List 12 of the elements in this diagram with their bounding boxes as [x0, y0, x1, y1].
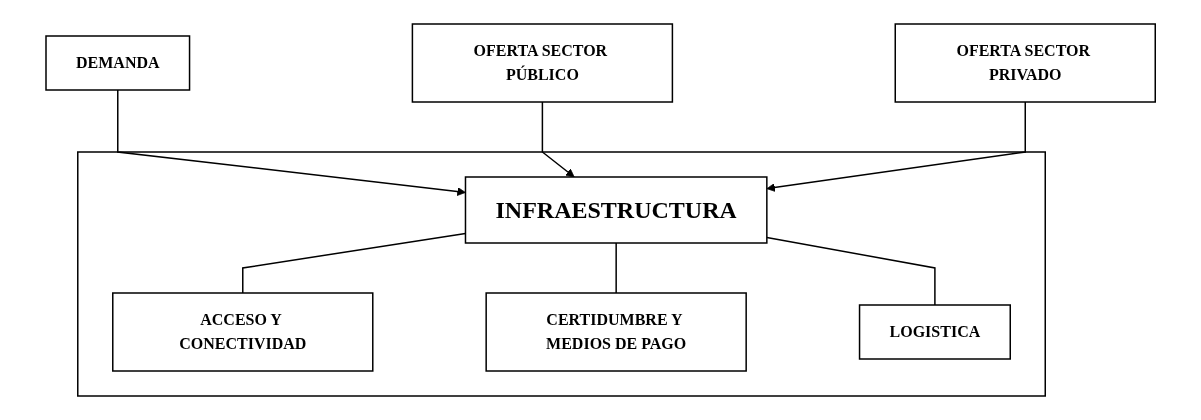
arrow [116, 89, 466, 196]
node-box: CERTIDUMBRE Y MEDIOS DE PAGO [485, 292, 747, 372]
node-box: OFERTA SECTOR PÚBLICO [411, 23, 673, 103]
cluster [76, 151, 1046, 397]
node-box: ACCESO Y CONECTIVIDAD [111, 292, 374, 372]
node-box: INFRAESTRUCTURA [464, 176, 768, 244]
connector [615, 242, 617, 294]
arrow [766, 101, 1026, 192]
node-box: DEMANDA [45, 35, 191, 91]
arrow [541, 101, 575, 178]
node-box: OFERTA SECTOR PRIVADO [894, 23, 1156, 103]
node-box: LOGISTICA [858, 304, 1011, 360]
